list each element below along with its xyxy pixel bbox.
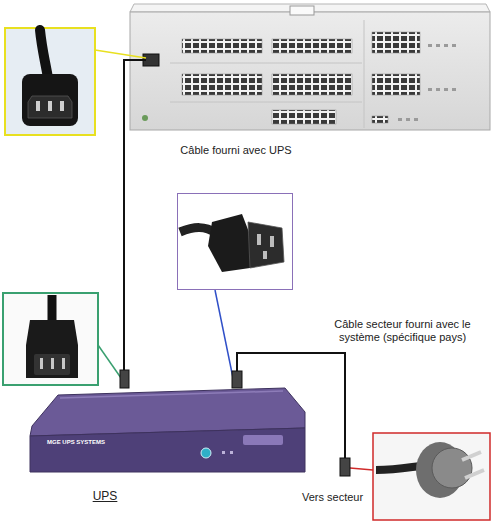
socket-slot [257, 234, 261, 245]
inset-frame [373, 433, 490, 520]
port-block [272, 39, 352, 53]
led [406, 118, 410, 121]
cable-inset: Câble fourni avec UPS [177, 193, 293, 290]
cable-connector [340, 458, 350, 476]
plug-pin [462, 452, 481, 460]
port-block [182, 74, 262, 95]
angled-connector [178, 194, 292, 289]
plug-face [432, 448, 472, 488]
plug-face [34, 354, 70, 375]
cable-note: Câble secteur fourni avec le système (sp… [315, 318, 490, 344]
plug-pin [62, 358, 65, 369]
ups-badge [243, 435, 283, 445]
connector-body [208, 214, 252, 272]
socket-slot [263, 251, 267, 259]
power-cable [237, 353, 345, 460]
connector-body [22, 74, 78, 126]
cable-connector [120, 370, 129, 388]
led [398, 118, 402, 121]
cable-photo [48, 295, 57, 322]
ups-indicator [230, 451, 233, 454]
led [444, 44, 448, 47]
led [436, 44, 440, 47]
port-block [182, 39, 262, 53]
module-divider [170, 102, 362, 103]
led [436, 88, 440, 91]
cable-photo [376, 466, 420, 470]
connector-face [28, 96, 72, 118]
connector-inset [5, 28, 95, 135]
socket-slot [36, 101, 40, 111]
led [452, 88, 456, 91]
led [428, 88, 432, 91]
socket-slot [60, 101, 64, 111]
ups-device [30, 388, 305, 472]
ups-front [30, 428, 305, 472]
rack-front [130, 12, 490, 130]
port-block [272, 110, 336, 124]
ups-highlight [60, 391, 283, 398]
cable-connector [232, 371, 242, 388]
inset-fill [178, 194, 292, 289]
plug-pin [465, 470, 484, 478]
leader-line [95, 50, 146, 58]
leader-line [98, 345, 121, 378]
ups-box: UPS [30, 385, 305, 473]
ups-indicator [222, 451, 225, 454]
power-cable [124, 60, 146, 372]
led [428, 44, 432, 47]
led [452, 44, 456, 47]
socket-slot [48, 101, 52, 111]
plug-body [26, 320, 78, 378]
leader-line [350, 468, 373, 470]
status-leds [398, 44, 456, 121]
pbx-system [130, 4, 490, 130]
rack-handle [290, 6, 314, 15]
device-label: UPS [85, 490, 125, 503]
connector-face [248, 222, 284, 268]
port-block [372, 116, 388, 123]
brand-text: MGE UPS SYSTEMS [47, 438, 137, 446]
port-block [272, 74, 352, 95]
module-divider [364, 20, 365, 128]
inset-frame [5, 28, 95, 135]
socket-slot [270, 236, 274, 247]
port-block [372, 74, 420, 95]
plug-pin [51, 358, 54, 369]
mains-label: Vers secteur [302, 491, 382, 504]
power-button [201, 448, 211, 458]
module-divider [170, 63, 362, 64]
plug-inset [3, 293, 98, 385]
led [444, 88, 448, 91]
mains-plug-inset [373, 433, 490, 520]
cable-photo [40, 30, 48, 78]
led [414, 118, 418, 121]
inset-frame [3, 293, 98, 385]
port-block [372, 32, 420, 53]
inset-heading: Câble fourni avec UPS [168, 144, 304, 157]
plug-pin [40, 358, 43, 369]
leader-line [215, 290, 233, 378]
logo-mark [142, 115, 148, 121]
